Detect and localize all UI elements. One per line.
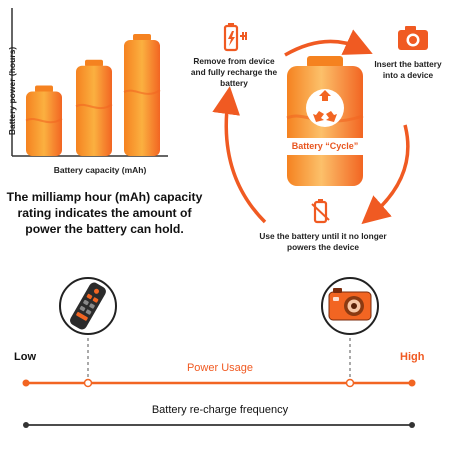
usage-marker-camera [345,378,355,388]
power-usage-label: Power Usage [186,362,254,374]
recycle-arrows-icon [313,90,337,122]
usage-scale [22,277,416,428]
bar-wave [123,89,161,95]
low-label: Low [14,351,36,363]
camera-icon [398,26,428,50]
cycle-arrow-left [212,86,267,224]
capacity-caption: The milliamp hour (mAh) capacity rating … [6,190,203,236]
empty-battery-icon [311,199,330,224]
digital-camera-icon [321,277,379,335]
recharge-frequency-label: Battery re-charge frequency [151,404,289,416]
cycle-arrow-top [284,29,373,57]
usage-marker-remote [83,378,93,388]
cycle-arrow-right [361,124,410,225]
step-recharge-label: Remove from device and fully recharge th… [190,56,278,88]
frequency-marker-high [409,422,415,428]
bar-terminal [133,34,151,41]
usage-marker-high [408,379,416,387]
capacity-bar [25,85,63,156]
frequency-marker-low [23,422,29,428]
capacity-bar [123,34,161,156]
high-label: High [400,351,425,363]
step-use-label: Use the battery until it no longer power… [259,231,387,252]
capacity-chart [11,8,168,157]
bar-terminal [35,85,53,93]
battery-cycle-diagram [212,23,428,225]
step-insert-label: Insert the battery into a device [374,59,442,80]
bar-body [26,91,62,156]
bar-wave [75,103,113,110]
cycle-badge-box [283,138,367,155]
bar-body [76,65,112,156]
recycle-battery [283,56,367,186]
battery-charging-icon [223,23,247,52]
capacity-bar [75,59,113,156]
bar-body [124,40,160,156]
cycle-center-label: Battery “Cycle” [291,141,359,151]
bar-terminal [85,59,103,67]
remote-control-icon [59,277,117,335]
usage-marker-low [22,379,30,387]
bar-wave [25,117,63,124]
chart-x-label: Battery capacity (mAh) [53,165,147,175]
